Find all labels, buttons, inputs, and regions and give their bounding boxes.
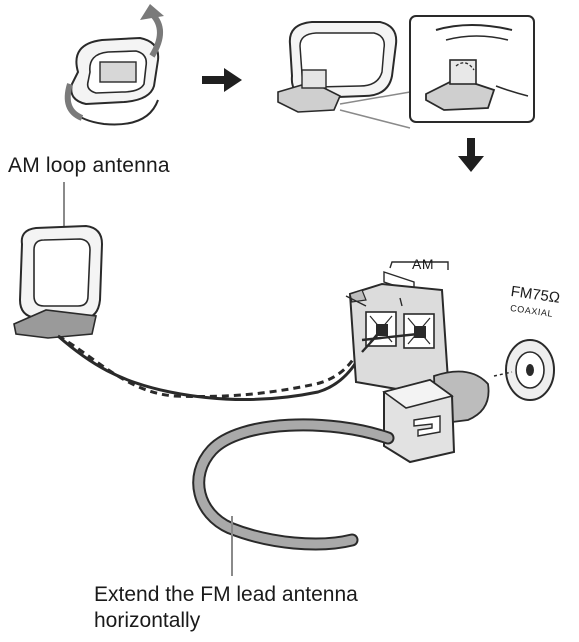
fm-lead-instruction-line2: horizontally (94, 608, 454, 634)
step1-folded-antenna (68, 38, 158, 125)
am-loop-antenna (14, 226, 102, 338)
fm-coaxial-jack (494, 340, 554, 400)
am-terminal-block (346, 262, 448, 392)
am-terminal-label: AM (412, 256, 434, 272)
am-loop-antenna-label: AM loop antenna (8, 154, 170, 178)
fm-lead-instruction-line1: Extend the FM lead antenna (94, 582, 454, 608)
step2-opened-antenna (278, 22, 396, 112)
step-arrow-right-icon (202, 68, 242, 92)
am-twisted-lead-wire (58, 336, 362, 400)
fm-lead-antenna (199, 425, 388, 544)
step-arrow-down-icon (458, 138, 484, 172)
fm-lead-instruction-label: Extend the FM lead antenna horizontally (94, 582, 454, 634)
